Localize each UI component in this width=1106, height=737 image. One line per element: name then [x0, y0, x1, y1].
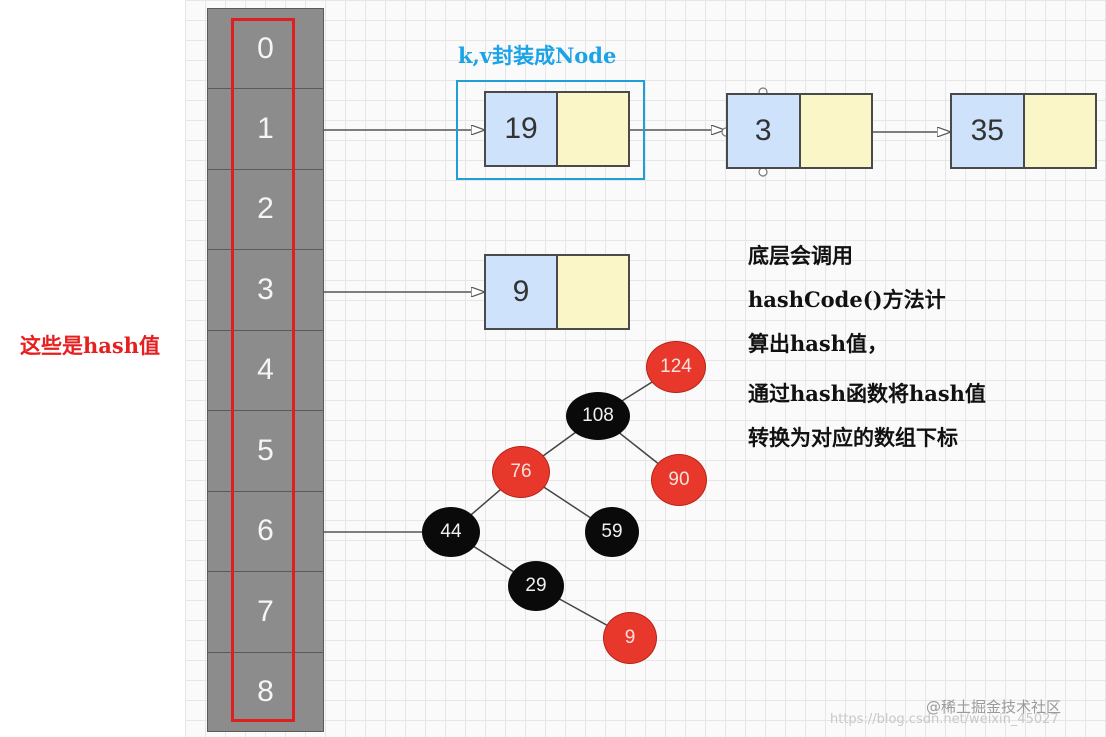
hash-array: 0 1 2 3 4 5 6 7 8 — [207, 8, 324, 732]
tree-node: 108 — [566, 392, 630, 440]
tree-node: 90 — [651, 454, 707, 506]
description-line: 算出hash值， — [748, 331, 888, 356]
array-cell-0: 0 — [207, 8, 324, 88]
array-cell-3: 3 — [207, 249, 324, 330]
chain-node: 3 — [726, 93, 873, 169]
array-cell-6: 6 — [207, 490, 324, 571]
node-caption: k,v封装成Node — [458, 43, 617, 68]
tree-node: 44 — [422, 507, 480, 557]
tree-node: 76 — [492, 446, 550, 498]
array-cell-4: 4 — [207, 329, 324, 410]
node-value — [558, 256, 628, 328]
node-key: 9 — [486, 256, 558, 328]
description-line: 转换为对应的数组下标 — [748, 425, 958, 450]
tree-node: 29 — [508, 561, 564, 611]
node-value — [1024, 95, 1095, 167]
tree-node: 124 — [646, 341, 706, 393]
chain-node: 19 — [484, 91, 630, 167]
description-line: 底层会调用 — [748, 243, 853, 268]
hash-values-label: 这些是hash值 — [20, 333, 160, 358]
faint-url-watermark: https://blog.csdn.net/weixin_45027 — [830, 712, 1059, 727]
node-key: 35 — [952, 95, 1025, 167]
tree-node: 9 — [603, 612, 657, 664]
watermark: @稀土掘金技术社区 — [926, 698, 1062, 716]
description-line: hashCode()方法计 — [748, 287, 946, 312]
description-text: 底层会调用 hashCode()方法计 算出hash值， 通过hash函数将ha… — [748, 234, 986, 460]
chain-node: 35 — [950, 93, 1097, 169]
node-highlight-box — [456, 80, 645, 180]
hash-values-highlight — [231, 18, 295, 722]
node-value — [800, 95, 871, 167]
tree-node: 59 — [585, 507, 639, 557]
node-key: 19 — [486, 93, 558, 165]
node-key: 3 — [728, 95, 801, 167]
array-cell-1: 1 — [207, 88, 324, 169]
array-cell-5: 5 — [207, 410, 324, 491]
tree-edges — [450, 366, 680, 639]
array-cell-8: 8 — [207, 651, 324, 732]
array-cell-2: 2 — [207, 168, 324, 249]
array-cell-7: 7 — [207, 571, 324, 652]
chain-node: 9 — [484, 254, 630, 330]
description-line: 通过hash函数将hash值 — [748, 381, 986, 406]
node-value — [558, 93, 628, 165]
